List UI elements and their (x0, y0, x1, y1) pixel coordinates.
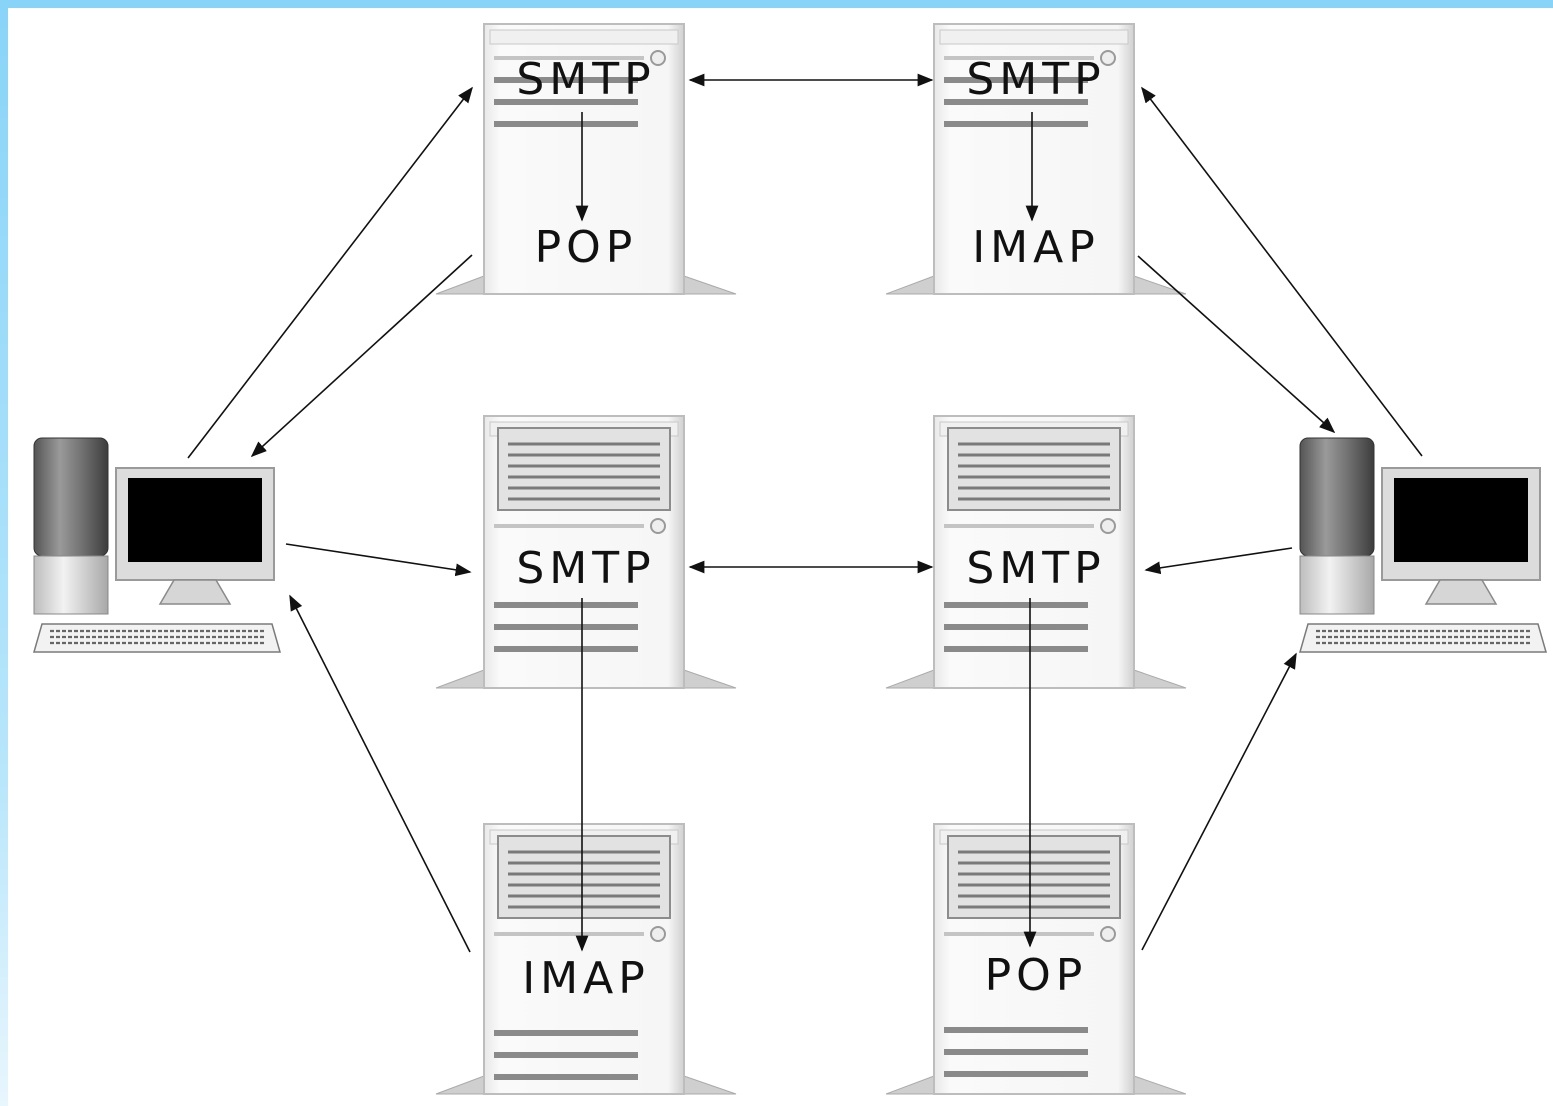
imap-to-client-arrow (289, 594, 471, 953)
client-to-smtp-arrow (1141, 86, 1423, 457)
pop-to-client-arrow (250, 254, 473, 458)
server-protocol-label: IMAP (522, 953, 650, 1004)
server-top-trim (939, 29, 1129, 45)
server-drive-bay (497, 427, 671, 511)
monitor-stand (158, 579, 232, 605)
server-protocol-label: POP (985, 950, 1088, 1001)
links-layer (187, 73, 1423, 953)
server-protocol-label: SMTP (516, 543, 655, 594)
power-button-icon (650, 926, 666, 942)
client-to-smtp-arrow (1144, 547, 1293, 575)
server-tower: SMTP (435, 415, 737, 689)
server-tower: SMTP POP (435, 23, 737, 295)
desktop-computer-icon (1299, 437, 1547, 653)
pc-tower-base (33, 555, 109, 615)
desktop-computer-icon (33, 437, 281, 653)
server-tower: POP (885, 823, 1187, 1095)
monitor-stand (1424, 579, 1498, 605)
server-tower: IMAP (435, 823, 737, 1095)
monitor-screen (1394, 478, 1528, 562)
server-protocol-label: IMAP (972, 222, 1100, 273)
power-button-icon (650, 518, 666, 534)
server-protocol-label: POP (535, 222, 638, 273)
clients-layer (33, 437, 1547, 653)
server-body (933, 23, 1135, 295)
power-button-icon (1100, 926, 1116, 942)
server-body (483, 23, 685, 295)
server-drive-bay (947, 427, 1121, 511)
server-protocol-label: SMTP (966, 54, 1105, 105)
pc-tower (33, 437, 109, 557)
client-to-smtp-arrow (187, 86, 473, 459)
power-button-icon (1100, 50, 1116, 66)
pop-to-client-arrow (1141, 652, 1297, 951)
imap-to-client-arrow (1137, 255, 1336, 434)
server-tower: SMTP IMAP (885, 23, 1187, 295)
client-to-smtp-arrow (285, 543, 472, 577)
server-protocol-label: SMTP (966, 543, 1105, 594)
frame-top-border (0, 0, 1553, 8)
monitor-screen (128, 478, 262, 562)
pc-tower-base (1299, 555, 1375, 615)
power-button-icon (1100, 518, 1116, 534)
pc-tower (1299, 437, 1375, 557)
server-top-trim (489, 29, 679, 45)
frame-left-border (0, 0, 8, 1106)
server-drive-bay (497, 835, 671, 919)
power-button-icon (650, 50, 666, 66)
server-drive-bay (947, 835, 1121, 919)
server-protocol-label: SMTP (516, 54, 655, 105)
server-tower: SMTP (885, 415, 1187, 689)
servers-layer: SMTP POP SMTP IMAP SMTP SMTP IMAP POP (435, 23, 1187, 1095)
